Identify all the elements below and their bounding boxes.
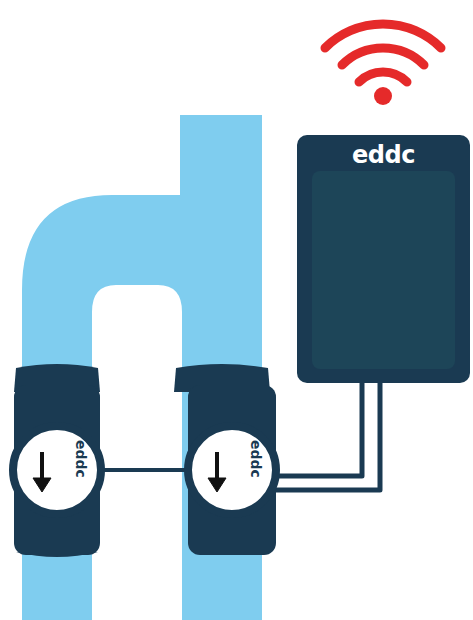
cable [274,383,362,476]
brand-logo: eddc [297,141,470,169]
brand-logo: eddc [73,440,89,478]
flow-meter: eddc [9,422,105,518]
pipe-collar [16,552,98,557]
brand-logo: eddc [248,440,264,478]
controller-box: eddc [297,135,470,383]
flow-meter: eddc [184,422,280,518]
wifi-dot [374,87,392,105]
wifi-symbol [325,24,441,82]
cable [274,383,380,490]
cable [101,468,188,472]
screen-panel [312,171,455,369]
